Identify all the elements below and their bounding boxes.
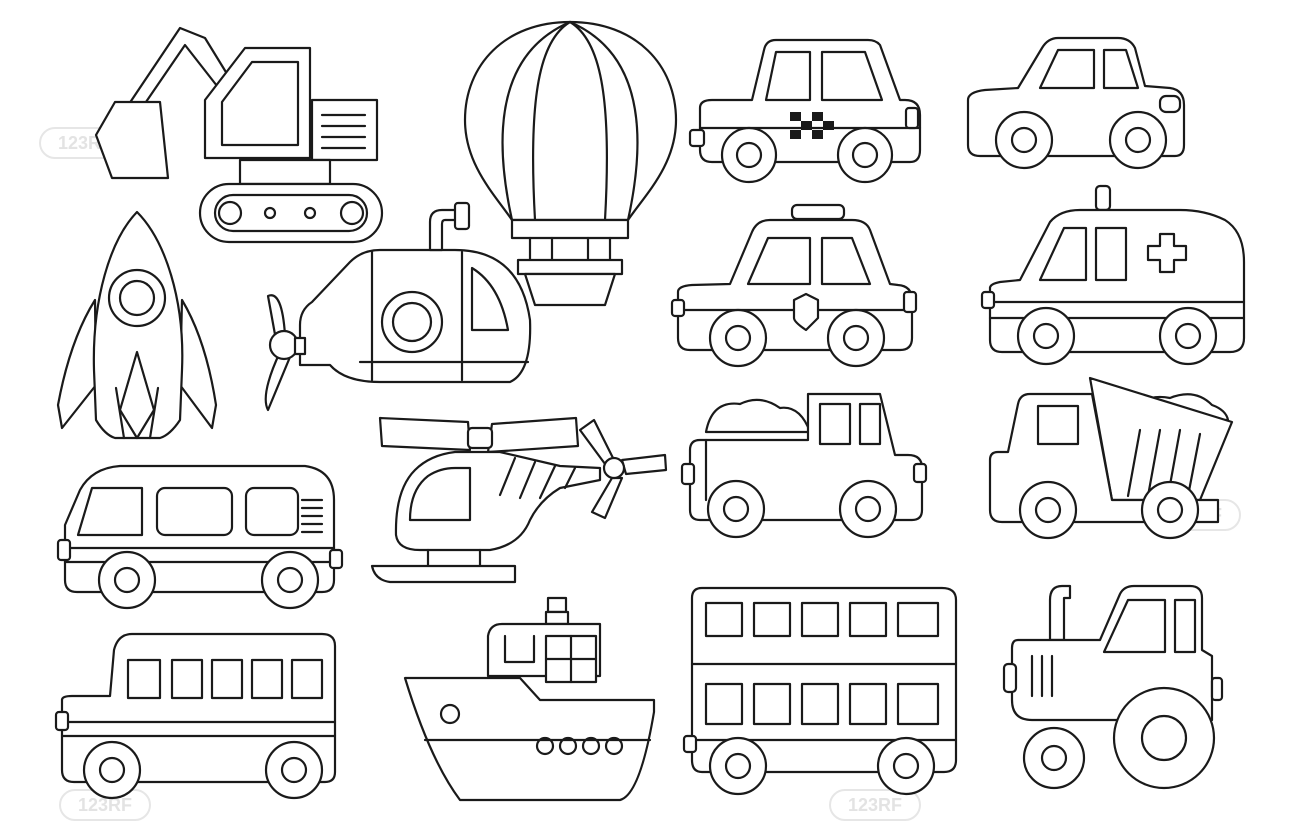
car [966,36,1186,170]
excavator [94,26,384,244]
dump-truck [988,376,1234,540]
submarine [264,201,532,412]
rocket [56,210,218,440]
hot-air-balloon [463,20,678,307]
watermark-text: 123RF [848,795,902,815]
taxi [688,38,922,184]
helicopter [370,416,668,584]
ambulance [980,184,1246,366]
watermark-text: 123RF [78,795,132,815]
double-decker-bus [682,586,958,796]
tractor [1002,584,1224,790]
police-car [670,203,918,368]
ship [403,596,656,802]
minibus [56,464,344,610]
pickup-truck [680,392,928,539]
watermark: 123RF [829,789,921,821]
school-bus [54,632,337,800]
taxi-checker [790,112,834,139]
